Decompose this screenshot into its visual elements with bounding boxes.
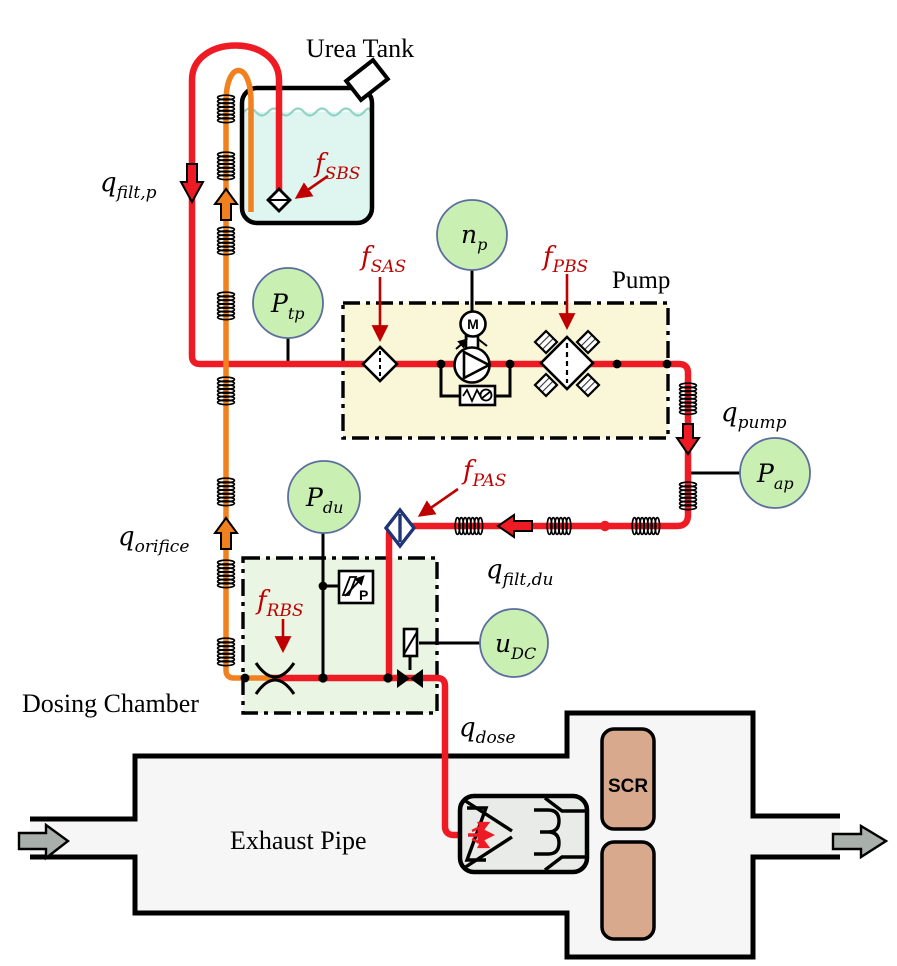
f-sas-label: fSAS	[359, 242, 406, 277]
motor-icon	[459, 310, 487, 338]
relief-valve-ball	[479, 388, 493, 402]
pump-triangle	[462, 349, 492, 381]
coil-symbol	[546, 516, 572, 536]
pressure-transducer-icon: P	[337, 569, 375, 605]
flow-arrow-down-q-pump	[675, 423, 701, 456]
coil-symbol	[216, 151, 236, 181]
sensor-p-ap	[739, 437, 811, 509]
coil-symbol	[216, 477, 236, 507]
tank-outline	[239, 85, 375, 226]
coil-symbol	[216, 376, 236, 406]
flow-direction-arrows	[179, 163, 701, 550]
f-pbs-label: fPBS	[541, 242, 588, 277]
p-du-label: Pdu	[305, 483, 343, 517]
svg-text:P: P	[359, 587, 368, 603]
coil-symbol	[216, 291, 236, 321]
pump-label: Pump	[612, 267, 670, 294]
relief-valve-slash	[480, 390, 492, 400]
f-pas-arrow	[417, 487, 459, 517]
exhaust-wall-bottom	[30, 854, 840, 960]
coil-symbol	[216, 226, 236, 256]
exhaust-pipe-label: Exhaust Pipe	[230, 826, 367, 855]
spray-arrows-icon	[468, 821, 495, 849]
motor-letter: M	[467, 316, 479, 332]
exhaust-assembly: SCR Exhaust Pipe	[17, 710, 889, 960]
sensor-n-p	[436, 199, 508, 271]
q-filt-p-label: qfilt,p	[100, 168, 157, 203]
pulsation-damper-icon	[533, 329, 601, 398]
sensor-circles	[252, 199, 811, 678]
flow-arrow-up-backflow-top	[213, 187, 239, 221]
u-dc-label: uDC	[495, 629, 536, 663]
pump-internals: M	[361, 310, 601, 407]
flow-arrow-down-q-filt-p	[179, 163, 205, 205]
line-joint-dot	[599, 520, 611, 532]
urea-tank-label: Urea Tank	[306, 34, 414, 63]
urea-tank	[239, 57, 391, 226]
coil-symbol	[631, 516, 661, 536]
coil-symbol	[216, 637, 236, 667]
coil-symbol	[678, 481, 698, 511]
f-pas-label: fPAS	[461, 456, 506, 491]
relief-bypass-loop	[439, 364, 512, 398]
q-orifice-label: qorifice	[118, 522, 189, 557]
dosing-chamber-label: Dosing Chamber	[22, 689, 199, 718]
sensor-p-du	[287, 460, 361, 534]
tank-filler-neck	[343, 57, 391, 103]
pump-box	[341, 301, 670, 440]
coil-symbol	[216, 94, 236, 124]
q-pump-label: qpump	[721, 398, 787, 433]
exhaust-inlet-arrow-icon	[17, 822, 71, 861]
signal-lines	[286, 270, 742, 676]
sensor-u-dc	[479, 608, 549, 678]
q-dose-label: qdose	[459, 713, 516, 748]
coil-symbol	[216, 559, 236, 589]
fault-arrows	[274, 174, 576, 654]
exhaust-outlet-arrow-icon	[831, 823, 889, 860]
check-valve-icon	[383, 507, 417, 549]
coupling-tick-left	[455, 338, 468, 350]
q-filt-du-label: qfilt,du	[486, 555, 554, 590]
backflow-line	[223, 68, 272, 681]
orifice-icon	[254, 662, 296, 695]
coil-restriction-symbols	[216, 94, 698, 667]
sensor-p-tp	[252, 267, 324, 339]
p-tp-label: Ptp	[270, 289, 305, 323]
n-p-label: np	[461, 220, 487, 254]
relief-valve-spring	[462, 388, 482, 404]
scr-brick-top	[600, 727, 656, 831]
relief-valve-box	[458, 384, 497, 407]
flow-arrow-left-q-filt-du	[496, 513, 533, 539]
p-ap-label: Pap	[756, 459, 794, 493]
junction-dots	[240, 359, 672, 683]
exhaust-pipe-body	[30, 713, 840, 957]
coupling-tick-right	[477, 338, 488, 347]
suction-filter-icon	[361, 345, 399, 383]
scr-brick-bottom	[600, 840, 656, 941]
scr-label: SCR	[608, 776, 648, 797]
coil-symbol	[454, 516, 484, 536]
injector-mixer	[457, 793, 590, 875]
flow-arrow-up-q-orifice	[213, 516, 239, 550]
dosing-valve-icon	[397, 627, 423, 688]
dosing-line	[268, 674, 470, 839]
tank-liquid-surface	[243, 107, 372, 117]
exhaust-wall-top	[30, 710, 840, 822]
coil-symbol	[678, 382, 698, 416]
f-sbs-arrow	[294, 174, 329, 199]
